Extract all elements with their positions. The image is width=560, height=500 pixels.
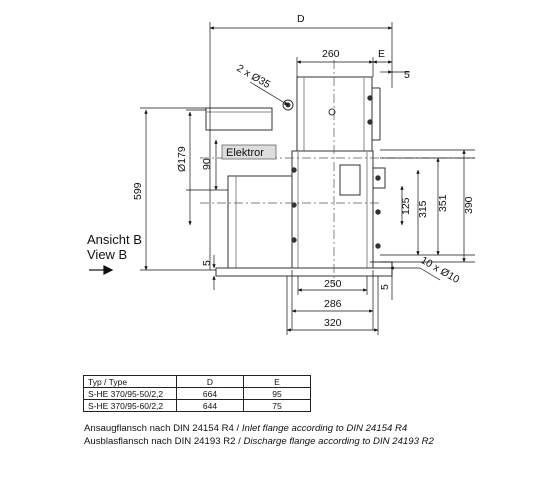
table-row: S-HE 370/95-50/2,2 664 95 xyxy=(83,387,311,400)
cell-d: 644 xyxy=(176,399,244,412)
center-lines xyxy=(200,60,475,285)
dim-351: 351 xyxy=(437,194,449,212)
nameplate-box xyxy=(221,144,277,160)
cell-type: S-HE 370/95-50/2,2 xyxy=(83,387,177,400)
technical-drawing: Elektror xyxy=(89,13,475,335)
dim-5-right: 5 xyxy=(379,284,391,290)
note-discharge-de: Ausblasflansch nach DIN 24193 R2 / xyxy=(84,435,244,447)
dim-90: 90 xyxy=(201,158,213,170)
header-type: Typ / Type xyxy=(83,375,177,388)
header-d: D xyxy=(176,375,244,388)
dim-260: 260 xyxy=(322,48,340,60)
dim-125: 125 xyxy=(400,197,412,215)
dim-315: 315 xyxy=(417,200,429,218)
dim-5-left: 5 xyxy=(201,260,213,266)
flange-notes: Ansaugflansch nach DIN 24154 R4 / Inlet … xyxy=(84,423,434,448)
view-label-de: Ansicht B xyxy=(87,232,142,247)
dim-390: 390 xyxy=(463,196,475,214)
table-header-row: Typ / Type D E xyxy=(83,375,311,388)
dim-179: Ø179 xyxy=(176,146,188,172)
dim-250: 250 xyxy=(324,278,342,290)
cell-type: S-HE 370/95-60/2,2 xyxy=(83,399,177,412)
note-inlet-en: Inlet flange according to DIN 24154 R4 xyxy=(241,423,408,434)
dim-holes-2x35: 2 x Ø35 xyxy=(235,62,273,91)
dim-holes-10x10: 10 x Ø10 xyxy=(419,254,462,286)
dim-e: E xyxy=(378,48,385,60)
view-label: Ansicht B View B xyxy=(87,232,142,262)
note-discharge-en: Discharge flange according to DIN 24193 … xyxy=(243,435,434,447)
dim-320: 320 xyxy=(324,317,342,329)
cell-e: 75 xyxy=(243,399,311,412)
type-table: Typ / Type D E S-HE 370/95-50/2,2 664 95… xyxy=(83,375,311,412)
dim-286: 286 xyxy=(324,298,342,310)
note-inlet: Ansaugflansch nach DIN 24154 R4 / Inlet … xyxy=(84,423,434,436)
cell-e: 95 xyxy=(243,387,311,400)
dim-5-top: 5 xyxy=(404,69,410,81)
dim-d: D xyxy=(297,13,305,25)
header-e: E xyxy=(243,375,311,388)
view-label-en: View B xyxy=(87,247,128,262)
fan-outline xyxy=(205,76,393,277)
note-discharge: Ausblasflansch nach DIN 24193 R2 / Disch… xyxy=(84,436,434,449)
nameplate-label: Elektror xyxy=(226,147,264,159)
table-row: S-HE 370/95-60/2,2 644 75 xyxy=(83,399,311,412)
view-arrow-icon xyxy=(89,265,114,275)
note-inlet-de: Ansaugflansch nach DIN 24154 R4 / xyxy=(84,423,242,434)
cell-d: 664 xyxy=(176,387,244,400)
dim-599: 599 xyxy=(132,182,144,200)
